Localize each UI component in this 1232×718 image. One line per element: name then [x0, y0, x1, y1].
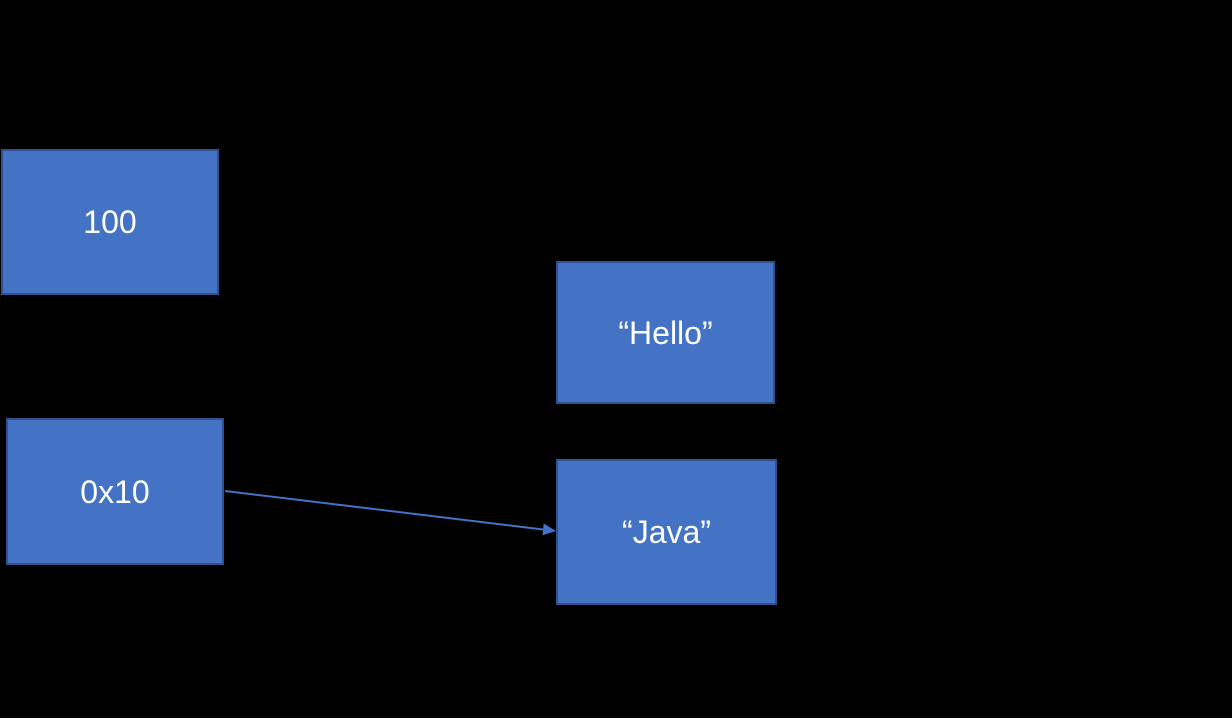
value-box-100-label: 100 — [83, 204, 137, 240]
address-box-0x10-label: 0x10 — [80, 473, 150, 510]
address-box-0x10: 0x10 — [6, 418, 224, 565]
string-box-java-label: “Java” — [622, 514, 711, 550]
value-box-100: 100 — [1, 149, 219, 295]
string-box-java: “Java” — [556, 459, 777, 605]
reference-arrow-line — [224, 490, 544, 531]
reference-arrow-head-icon — [542, 523, 556, 536]
string-box-hello: “Hello” — [556, 261, 775, 404]
string-box-hello-label: “Hello” — [618, 314, 713, 351]
